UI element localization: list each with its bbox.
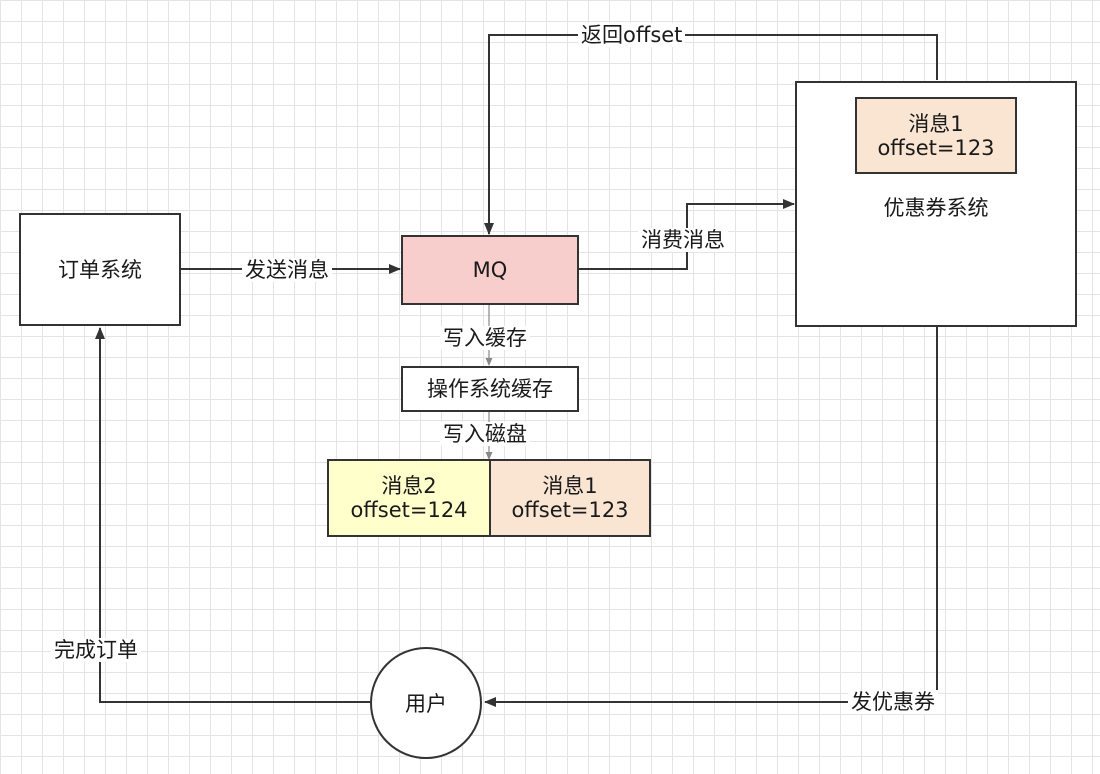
issue-coupon-label: 发优惠券 bbox=[848, 690, 938, 714]
order-system-label: 订单系统 bbox=[58, 257, 142, 282]
disk-message2-title: 消息2 bbox=[381, 474, 437, 498]
return-offset-label: 返回offset bbox=[578, 23, 686, 47]
mq-label: MQ bbox=[472, 258, 508, 282]
disk-message1-box: 消息1 offset=123 bbox=[489, 459, 651, 537]
coupon-system-node[interactable]: 消息1 offset=123 优惠券系统 bbox=[795, 81, 1077, 327]
user-label: 用户 bbox=[405, 692, 447, 716]
return-offset-arrow bbox=[484, 34, 938, 235]
user-node[interactable]: 用户 bbox=[370, 647, 482, 759]
mq-node[interactable]: MQ bbox=[401, 235, 579, 305]
coupon-message-offset: offset=123 bbox=[877, 135, 995, 160]
os-cache-node[interactable]: 操作系统缓存 bbox=[401, 366, 579, 412]
os-cache-label: 操作系统缓存 bbox=[427, 377, 553, 401]
coupon-message-title: 消息1 bbox=[908, 111, 964, 136]
coupon-message-box: 消息1 offset=123 bbox=[855, 97, 1017, 174]
order-system-node[interactable]: 订单系统 bbox=[19, 213, 181, 326]
write-cache-label: 写入缓存 bbox=[440, 326, 530, 350]
send-message-label: 发送消息 bbox=[242, 258, 332, 282]
consume-message-label: 消费消息 bbox=[638, 228, 728, 252]
complete-order-arrow bbox=[95, 327, 370, 703]
complete-order-label: 完成订单 bbox=[51, 638, 141, 662]
coupon-system-label: 优惠券系统 bbox=[883, 196, 989, 220]
disk-message2-box: 消息2 offset=124 bbox=[327, 459, 491, 537]
disk-message2-offset: offset=124 bbox=[350, 498, 468, 522]
disk-message1-title: 消息1 bbox=[542, 474, 598, 498]
disk-message1-offset: offset=123 bbox=[511, 498, 629, 522]
write-disk-label: 写入磁盘 bbox=[440, 422, 530, 446]
